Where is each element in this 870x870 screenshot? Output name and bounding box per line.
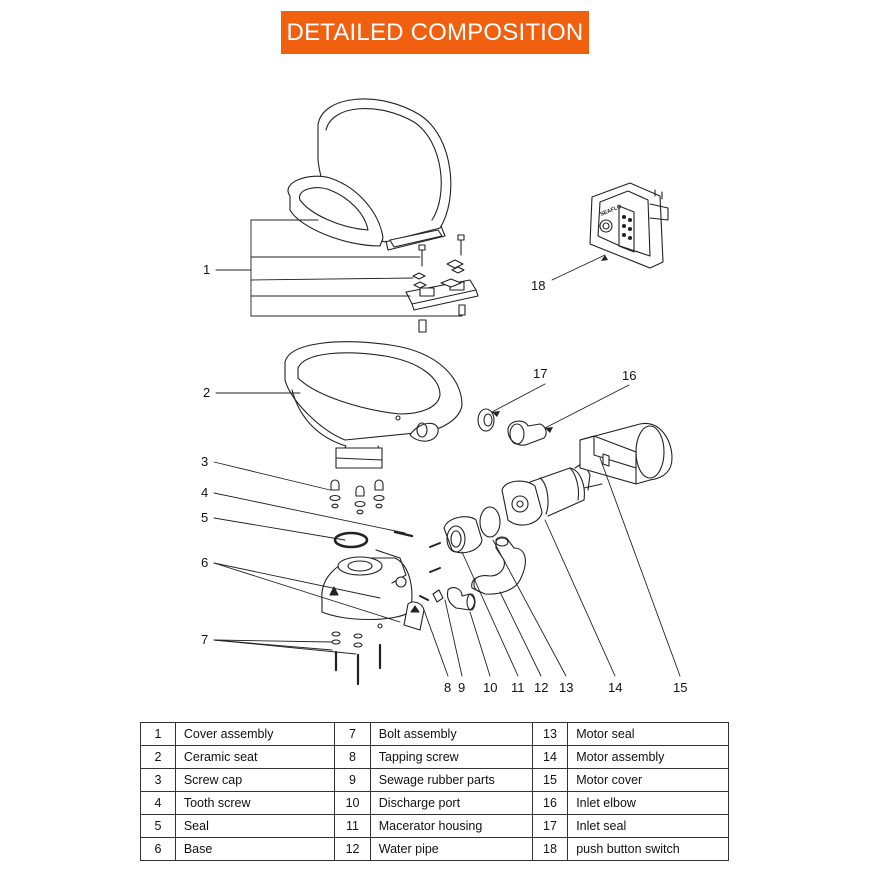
part-name: Seal [174,814,336,838]
callout-labels: 1 2 3 4 5 6 7 8 9 10 11 12 13 14 15 16 1… [201,262,687,695]
part-name: Motor assembly [567,745,729,769]
part-number: 11 [334,814,371,838]
part-name: Tapping screw [369,745,533,769]
callout-2: 2 [203,385,210,400]
part-number: 12 [334,837,371,861]
part-name: Motor seal [567,722,729,746]
table-row: 2 Ceramic seat 8 Tapping screw 14 Motor … [140,745,729,769]
motor-cover-drawing [579,423,673,485]
part-number: 13 [531,722,569,746]
callout-11: 11 [511,680,525,695]
push-button-switch-drawing [589,182,669,269]
part-number: 9 [334,768,371,792]
water-pipe-drawing [471,536,526,595]
table-row: 3 Screw cap 9 Sewage rubber parts 15 Mot… [140,768,729,792]
part-name: Base [174,837,336,861]
macerator-housing-drawing [443,516,483,554]
ceramic-seat-drawing [284,341,463,469]
part-name: Cover assembly [174,722,336,746]
part-name: Sewage rubber parts [369,768,533,792]
page-title: DETAILED COMPOSITION [281,11,589,54]
motor-seal-drawing [479,506,501,538]
part-name: Motor cover [567,768,729,792]
part-name: Discharge port [369,791,533,815]
callout-1: 1 [203,262,210,277]
part-number: 10 [334,791,371,815]
part-number: 3 [140,768,176,792]
discharge-port-drawing [419,587,476,611]
part-number: 8 [334,745,371,769]
callout-14: 14 [608,680,622,695]
screw-caps-drawing [329,479,441,573]
part-number: 18 [531,837,569,861]
part-name: Inlet elbow [567,791,729,815]
leader-lines [213,219,681,677]
part-number: 16 [531,791,569,815]
callout-5: 5 [201,510,208,525]
callout-3: 3 [201,454,208,469]
callout-17: 17 [533,366,547,381]
callout-9: 9 [458,680,465,695]
part-number: 17 [531,814,569,838]
part-number: 4 [140,791,176,815]
base-drawing [321,549,425,631]
part-number: 5 [140,814,176,838]
callout-10: 10 [483,680,497,695]
part-number: 6 [140,837,176,861]
part-number: 15 [531,768,569,792]
inlet-seal-drawing [477,408,495,432]
callout-13: 13 [559,680,573,695]
exploded-view-diagram: SEAFLO [201,98,687,695]
part-name: Inlet seal [567,814,729,838]
part-name: Tooth screw [174,791,336,815]
callout-4: 4 [201,485,208,500]
part-name: push button switch [567,837,729,861]
part-name: Water pipe [369,837,533,861]
inlet-elbow-drawing [507,420,547,446]
leader-arrowheads [492,255,608,433]
part-number: 2 [140,745,176,769]
callout-8: 8 [444,680,451,695]
callout-15: 15 [673,680,687,695]
table-row: 6 Base 12 Water pipe 18 push button swit… [140,837,729,861]
callout-12: 12 [534,680,548,695]
part-name: Macerator housing [369,814,533,838]
part-name: Bolt assembly [369,722,533,746]
callout-16: 16 [622,368,636,383]
part-name: Screw cap [174,768,336,792]
motor-assembly-drawing [501,461,603,526]
part-number: 14 [531,745,569,769]
callout-6: 6 [201,555,208,570]
table-row: 4 Tooth screw 10 Discharge port 16 Inlet… [140,791,729,815]
parts-table: 1 Cover assembly 7 Bolt assembly 13 Moto… [140,722,729,861]
table-row: 1 Cover assembly 7 Bolt assembly 13 Moto… [140,722,729,746]
cover-assembly-drawing [287,98,479,333]
seal-drawing [333,531,369,549]
callout-7: 7 [201,632,208,647]
bolt-assembly-drawing [331,631,382,686]
table-row: 5 Seal 11 Macerator housing 17 Inlet sea… [140,814,729,838]
part-number: 1 [140,722,176,746]
callout-18: 18 [531,278,545,293]
part-name: Ceramic seat [174,745,336,769]
part-number: 7 [334,722,371,746]
